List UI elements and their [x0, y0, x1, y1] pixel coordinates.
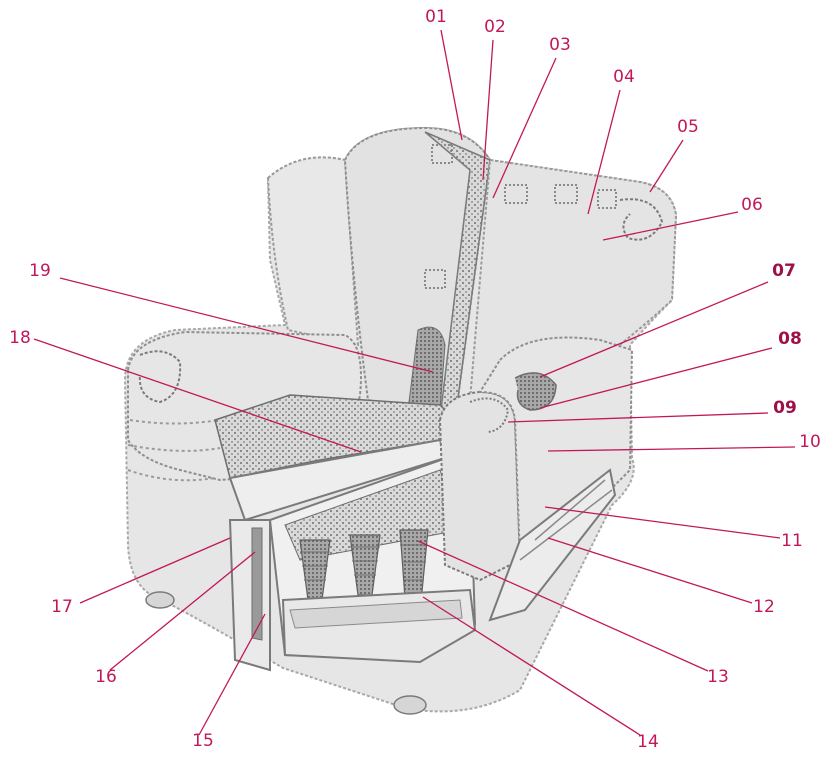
callout-label-19: 19: [29, 261, 51, 281]
chair-foot-front: [393, 695, 427, 715]
callout-leader-13: [417, 540, 709, 672]
callout-label-16: 16: [95, 667, 117, 687]
callout-label-09: 09: [773, 398, 797, 418]
callout-label-11: 11: [781, 531, 803, 551]
callout-label-15: 15: [192, 731, 214, 751]
callout-label-07: 07: [772, 261, 796, 281]
armchair-illustration: [123, 126, 678, 715]
callout-label-08: 08: [778, 329, 802, 349]
chair-springs: [299, 529, 429, 613]
callout-label-02: 02: [484, 17, 506, 37]
callout-label-13: 13: [707, 667, 729, 687]
chair-button-tufts: [424, 144, 617, 289]
chair-top-scroll: [619, 198, 664, 241]
chair-bottom-frame: [488, 468, 617, 622]
callout-label-14: 14: [637, 732, 659, 752]
callout-leader-12: [547, 537, 753, 604]
chair-right-arm: [438, 390, 522, 582]
chair-arm-scroll: [514, 372, 557, 411]
callout-leader-15: [198, 613, 266, 736]
callout-leader-02: [482, 39, 494, 181]
callout-leader-19: [59, 277, 434, 373]
callout-leader-11: [544, 506, 781, 539]
callout-label-18: 18: [9, 328, 31, 348]
callout-leader-07: [539, 281, 769, 378]
callout-leader-14: [422, 596, 641, 736]
chair-left-wing: [266, 156, 360, 347]
callout-label-12: 12: [753, 597, 775, 617]
chair-foot-left: [145, 591, 175, 609]
chair-front-rail: [228, 519, 271, 672]
callout-leader-03: [492, 57, 557, 199]
chair-right-back: [468, 158, 678, 402]
callout-label-17: 17: [51, 597, 73, 617]
callout-leader-06: [602, 211, 739, 241]
callout-label-10: 10: [799, 432, 821, 452]
callout-leader-16: [109, 551, 256, 671]
callout-label-05: 05: [677, 117, 699, 137]
callout-leader-09: [507, 412, 769, 423]
callout-leader-08: [539, 347, 773, 409]
callout-label-03: 03: [549, 35, 571, 55]
callout-label-06: 06: [741, 195, 763, 215]
callout-leader-05: [649, 139, 684, 193]
callout-label-04: 04: [613, 67, 635, 87]
callout-label-01: 01: [425, 7, 447, 27]
callout-leader-10: [547, 446, 796, 452]
callout-leader-04: [587, 89, 621, 215]
callout-leader-17: [79, 537, 231, 604]
callout-leader-18: [33, 338, 362, 453]
callout-leader-01: [440, 29, 463, 141]
